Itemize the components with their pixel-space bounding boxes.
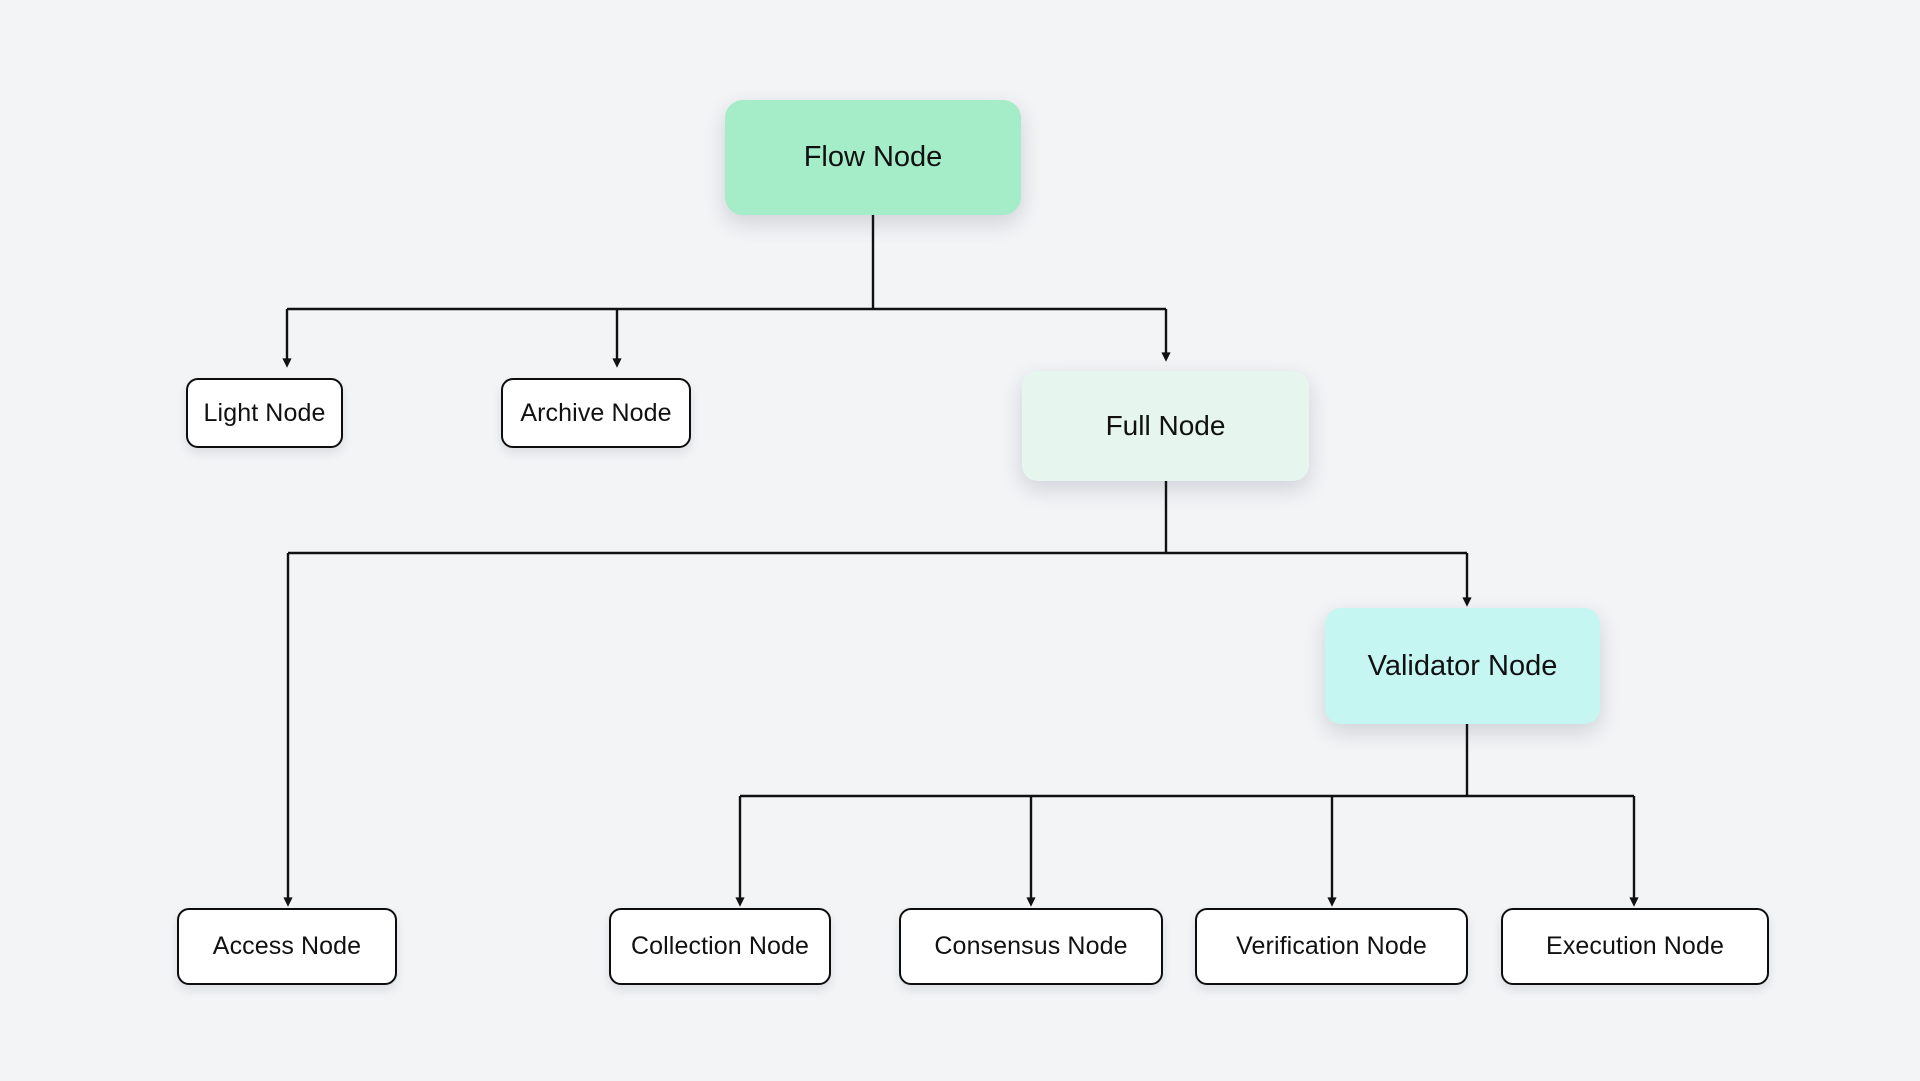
node-archive[interactable]: Archive Node	[501, 378, 691, 448]
node-validator[interactable]: Validator Node	[1325, 608, 1600, 724]
node-consensus[interactable]: Consensus Node	[899, 908, 1163, 985]
edge-group-full-children	[283, 481, 1472, 907]
node-flow[interactable]: Flow Node	[725, 100, 1021, 215]
edge-group-validator-children	[735, 724, 1639, 907]
node-light[interactable]: Light Node	[186, 378, 343, 448]
node-execution[interactable]: Execution Node	[1501, 908, 1769, 985]
node-verification[interactable]: Verification Node	[1195, 908, 1468, 985]
edge-group-flow-children	[282, 215, 1171, 368]
node-full[interactable]: Full Node	[1022, 371, 1309, 481]
node-collection[interactable]: Collection Node	[609, 908, 831, 985]
node-access[interactable]: Access Node	[177, 908, 397, 985]
